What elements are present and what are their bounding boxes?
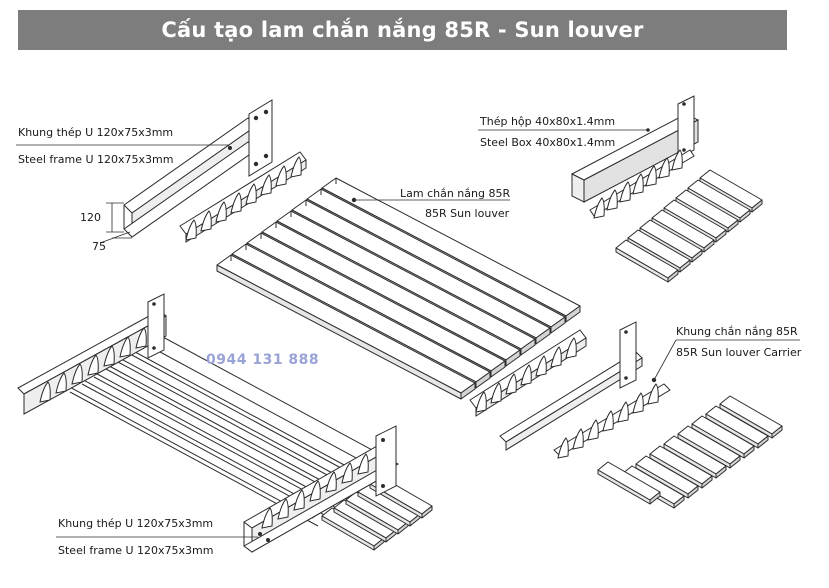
label-louver-vi: Lam chắn nắng 85R (400, 187, 511, 200)
label-frame-top-en: Steel frame U 120x75x3mm (18, 153, 174, 166)
leader-lines (16, 129, 800, 538)
label-carrier-vi: Khung chắn nắng 85R (676, 325, 798, 338)
label-frame-bottom-en: Steel frame U 120x75x3mm (58, 544, 214, 557)
page-title: Cấu tạo lam chắn nắng 85R - Sun louver (161, 18, 644, 42)
watermark-phone: 0944 131 888 (206, 352, 320, 368)
label-frame-top-vi: Khung thép U 120x75x3mm (18, 126, 174, 139)
carrier-top-left (179, 151, 307, 243)
title-bar: Cấu tạo lam chắn nắng 85R - Sun louver (18, 10, 787, 50)
carrier-top-right (589, 149, 695, 219)
steel-frame-top (123, 99, 273, 238)
label-box-en: Steel Box 40x80x1.4mm (480, 136, 616, 149)
label-frame-bottom-vi: Khung thép U 120x75x3mm (58, 517, 214, 530)
label-carrier-en: 85R Sun louver Carrier (676, 346, 802, 359)
dimension-width: 75 (92, 240, 106, 253)
label-box-vi: Thép hộp 40x80x1.4mm (480, 115, 616, 128)
dimension-lines (99, 202, 132, 244)
carrier-right (499, 321, 671, 459)
dimension-height: 120 (80, 211, 101, 224)
assembly-bottom-left (17, 293, 433, 553)
steel-box (570, 95, 700, 203)
carrier-center (469, 329, 587, 417)
label-louver-en: 85R Sun louver (425, 207, 510, 220)
